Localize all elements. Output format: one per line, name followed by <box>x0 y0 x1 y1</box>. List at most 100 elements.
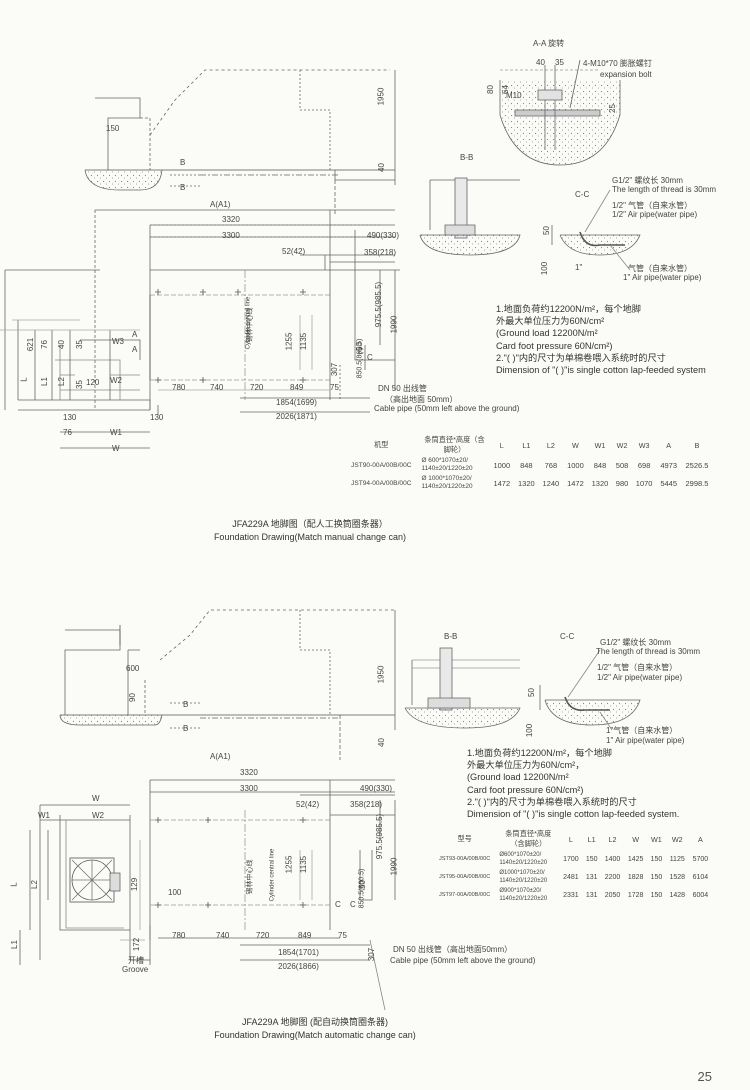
top-a-mark-2: A <box>132 345 138 354</box>
bottom-dim-1854: 1854(1701) <box>278 948 319 957</box>
table-header: L2 <box>546 440 555 450</box>
bottom-groove-en: Groove <box>122 965 149 974</box>
bottom-dim-75: 75 <box>338 931 347 940</box>
dim-120: 120 <box>86 378 100 387</box>
bottom-w1-mark: W1 <box>38 811 50 820</box>
table-cell: 5445 <box>660 478 678 488</box>
top-section-aa <box>499 59 621 166</box>
bottom-thread-en: The length of thread is 30mm <box>596 647 701 656</box>
table-cell: Ø1000*1070±20/ 1140±20/1220±20 <box>499 870 548 884</box>
table-cell: 5700 <box>692 855 709 863</box>
table-cell: 2526.5 <box>685 460 709 470</box>
bottom-groove-cn: 开槽 <box>128 956 144 965</box>
top-dim-a-a1: A(A1) <box>210 200 231 209</box>
table-cell: 980 <box>615 478 629 488</box>
top-caption: JFA229A 地脚图（配人工换筒圈条器） Foundation Drawing… <box>190 518 430 544</box>
table-cell: JST90-00A/00B/00C <box>351 461 412 469</box>
bottom-dim-358: 358(218) <box>350 800 383 809</box>
table-cell: 150 <box>585 855 598 863</box>
bottom-dim-740: 740 <box>216 931 230 940</box>
table-header: 条筒直径*高度（含脚轮） <box>505 829 552 848</box>
bottom-c-mark-1: C <box>335 900 341 909</box>
table-row: JST94-00A/00B/00C Ø 1000*1070±20/ 1140±2… <box>343 474 713 492</box>
top-l-mark: L <box>19 377 29 382</box>
table-cell: 4973 <box>660 460 678 470</box>
dim-35c: 35 <box>74 380 84 389</box>
bottom-dim-850: 850.5(860.5) <box>358 868 366 909</box>
bottom-thread-cn: G1/2" 螺纹长 30mm <box>600 638 671 647</box>
dim-3320: 3320 <box>222 215 240 224</box>
table-cell: 131 <box>585 873 598 881</box>
table-cell: 1428 <box>669 891 686 899</box>
table-cell: 150 <box>650 891 663 899</box>
dim-1990: 1990 <box>389 315 399 334</box>
table-cell: 1125 <box>669 855 685 863</box>
table-row: JST90-00A/00B/00C Ø 600*1070±20/ 1140±20… <box>343 456 713 474</box>
table-header: 型号 <box>457 834 472 843</box>
top-section-cc-title: C-C <box>575 190 590 199</box>
dim-76: 76 <box>63 428 72 437</box>
table-header: W1 <box>594 440 606 450</box>
bottom-dim-3320: 3320 <box>240 768 258 777</box>
table-cell: 1320 <box>591 478 609 488</box>
table-cell: JST94-00A/00B/00C <box>351 479 412 487</box>
table-cell: 2998.5 <box>685 478 709 488</box>
dim-850: 850.5(860.5) <box>356 338 364 379</box>
top-plan-view <box>0 209 400 449</box>
top-notes: 1.地面负荷约12200N/m²，每个地脚 外最大单位压力为60N/cm² (G… <box>496 303 706 376</box>
dim-2026: 2026(1871) <box>276 412 317 421</box>
table-row: JST93-00A/00B/00C Ø600*1070±20/ 1140±20/… <box>432 850 712 868</box>
top-b-mark-2: B <box>180 183 186 192</box>
top-dn50: DN 50 出线管 <box>378 384 427 393</box>
table-header-row: 型号 条筒直径*高度（含脚轮） L L1 L2 W W1 W2 A <box>432 828 712 850</box>
dim-40: 40 <box>536 58 545 67</box>
bottom-dim-52: 52(42) <box>296 800 320 809</box>
top-w1-mark: W1 <box>110 428 122 437</box>
table-cell: 1000 <box>493 460 511 470</box>
top-elevation <box>84 69 396 215</box>
bottom-notes: 1.地面负荷约12200N/m²，每个地脚 外最大单位压力为60N/cm²， (… <box>467 747 679 820</box>
bottom-caption-en: Foundation Drawing(Match automatic chang… <box>214 1030 416 1040</box>
top-bolt-en: expansion bolt <box>600 70 652 79</box>
bottom-caption-cn: JFA229A 地脚图 (配自动换筒圈条器) <box>241 1017 389 1027</box>
top-c-mark-1: C <box>358 347 364 356</box>
bottom-dim-1950: 1950 <box>376 665 386 684</box>
table-header: L1 <box>587 834 596 844</box>
dim-25: 25 <box>607 104 617 113</box>
bottom-dim-780: 780 <box>172 931 186 940</box>
bottom-l1-mark: L1 <box>9 940 19 949</box>
bottom-dim-100: 100 <box>168 888 182 897</box>
table-cell: 1070 <box>635 478 653 488</box>
table-cell: 1472 <box>493 478 511 488</box>
bottom-section-cc <box>539 649 641 731</box>
table-cell: 848 <box>520 460 533 470</box>
table-header: W2 <box>671 834 683 844</box>
dim-849: 849 <box>290 383 304 392</box>
bottom-dim-1990: 1990 <box>389 857 399 876</box>
bottom-note-line: 1.地面负荷约12200N/m²，每个地脚 <box>467 748 612 758</box>
top-note-line: 外最大单位压力为60N/cm² <box>496 316 605 327</box>
top-air1-en: 1" Air pipe(water pipe) <box>623 273 702 282</box>
table-cell: 6004 <box>692 891 709 899</box>
top-air-en: 1/2" Air pipe(water pipe) <box>612 210 698 219</box>
dim-3300: 3300 <box>222 231 240 240</box>
bottom-b-mark-2: B <box>183 724 189 733</box>
top-note-line: Dimension of "( )"is single cotton lap-f… <box>496 365 706 376</box>
table-cell: JST97-00A/00B/00C <box>439 892 491 898</box>
bottom-dim-3300: 3300 <box>240 784 258 793</box>
bottom-c-mark-2: C <box>350 900 356 909</box>
bottom-spec-table: 型号 条筒直径*高度（含脚轮） L L1 L2 W W1 W2 A JST93-… <box>432 828 712 904</box>
dim-80: 80 <box>485 85 495 94</box>
table-cell: 768 <box>544 460 558 470</box>
table-cell: JST93-00A/00B/00C <box>439 856 491 862</box>
top-l2-mark: L2 <box>56 377 66 386</box>
top-note-line: 1.地面负荷约12200N/m²，每个地脚 <box>496 304 641 314</box>
dim-780: 780 <box>172 383 186 392</box>
table-row: JST97-00A/00B/00C Ø900*1070±20/ 1140±20/… <box>432 886 712 904</box>
table-header: A <box>697 834 703 844</box>
bottom-dim-720: 720 <box>256 931 270 940</box>
bottom-b-mark-1: B <box>183 700 189 709</box>
table-cell: 848 <box>593 460 607 470</box>
bottom-dim-600: 600 <box>126 664 140 673</box>
page-number: 25 <box>697 1069 712 1084</box>
